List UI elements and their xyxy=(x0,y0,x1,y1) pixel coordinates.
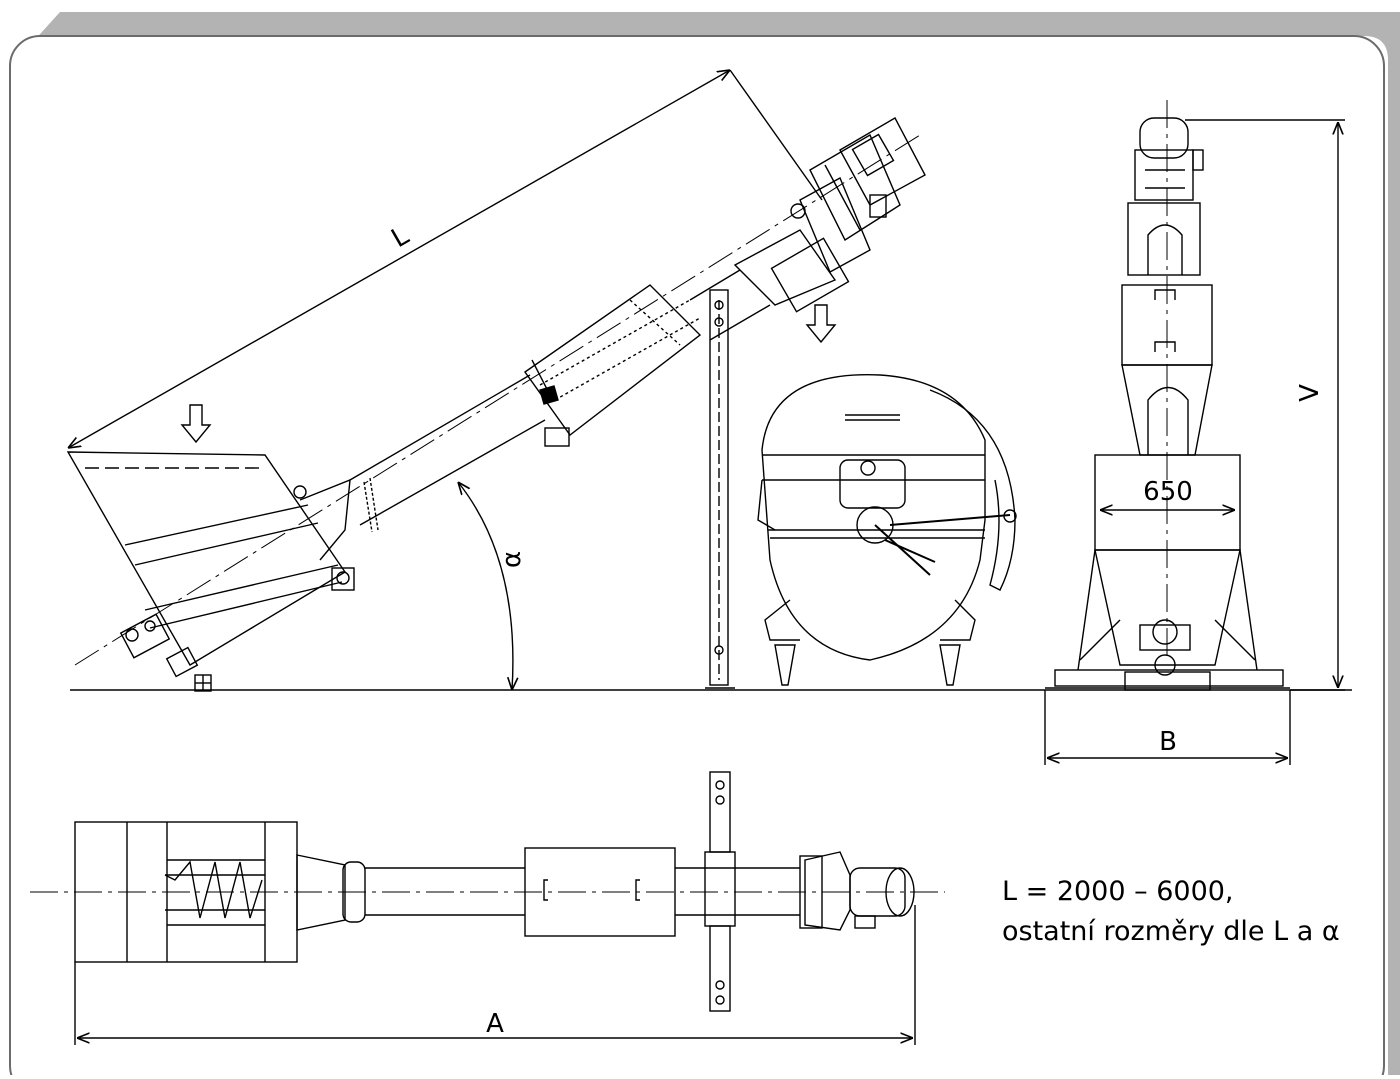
note-line-1: L = 2000 – 6000, xyxy=(1002,876,1234,907)
label-width-650: 650 xyxy=(1143,477,1193,507)
support-column xyxy=(705,289,735,689)
drawing-lines xyxy=(30,70,1352,1045)
label-base: B xyxy=(1159,727,1177,757)
label-height: V xyxy=(1295,384,1325,402)
label-total-length: A xyxy=(486,1009,504,1039)
label-angle: α xyxy=(497,551,527,568)
discharge-arrow xyxy=(805,304,837,344)
motor xyxy=(839,117,926,206)
note-line-2: ostatní rozměry dle L a α xyxy=(1002,916,1340,947)
front-view xyxy=(1044,100,1345,765)
waste-container xyxy=(757,374,1017,686)
dimension-labels: L α V 650 B A xyxy=(387,221,1326,1039)
note-block: L = 2000 – 6000, ostatní rozměry dle L a… xyxy=(1002,876,1340,947)
top-view xyxy=(30,771,945,1045)
inclined-conveyor xyxy=(68,70,926,692)
